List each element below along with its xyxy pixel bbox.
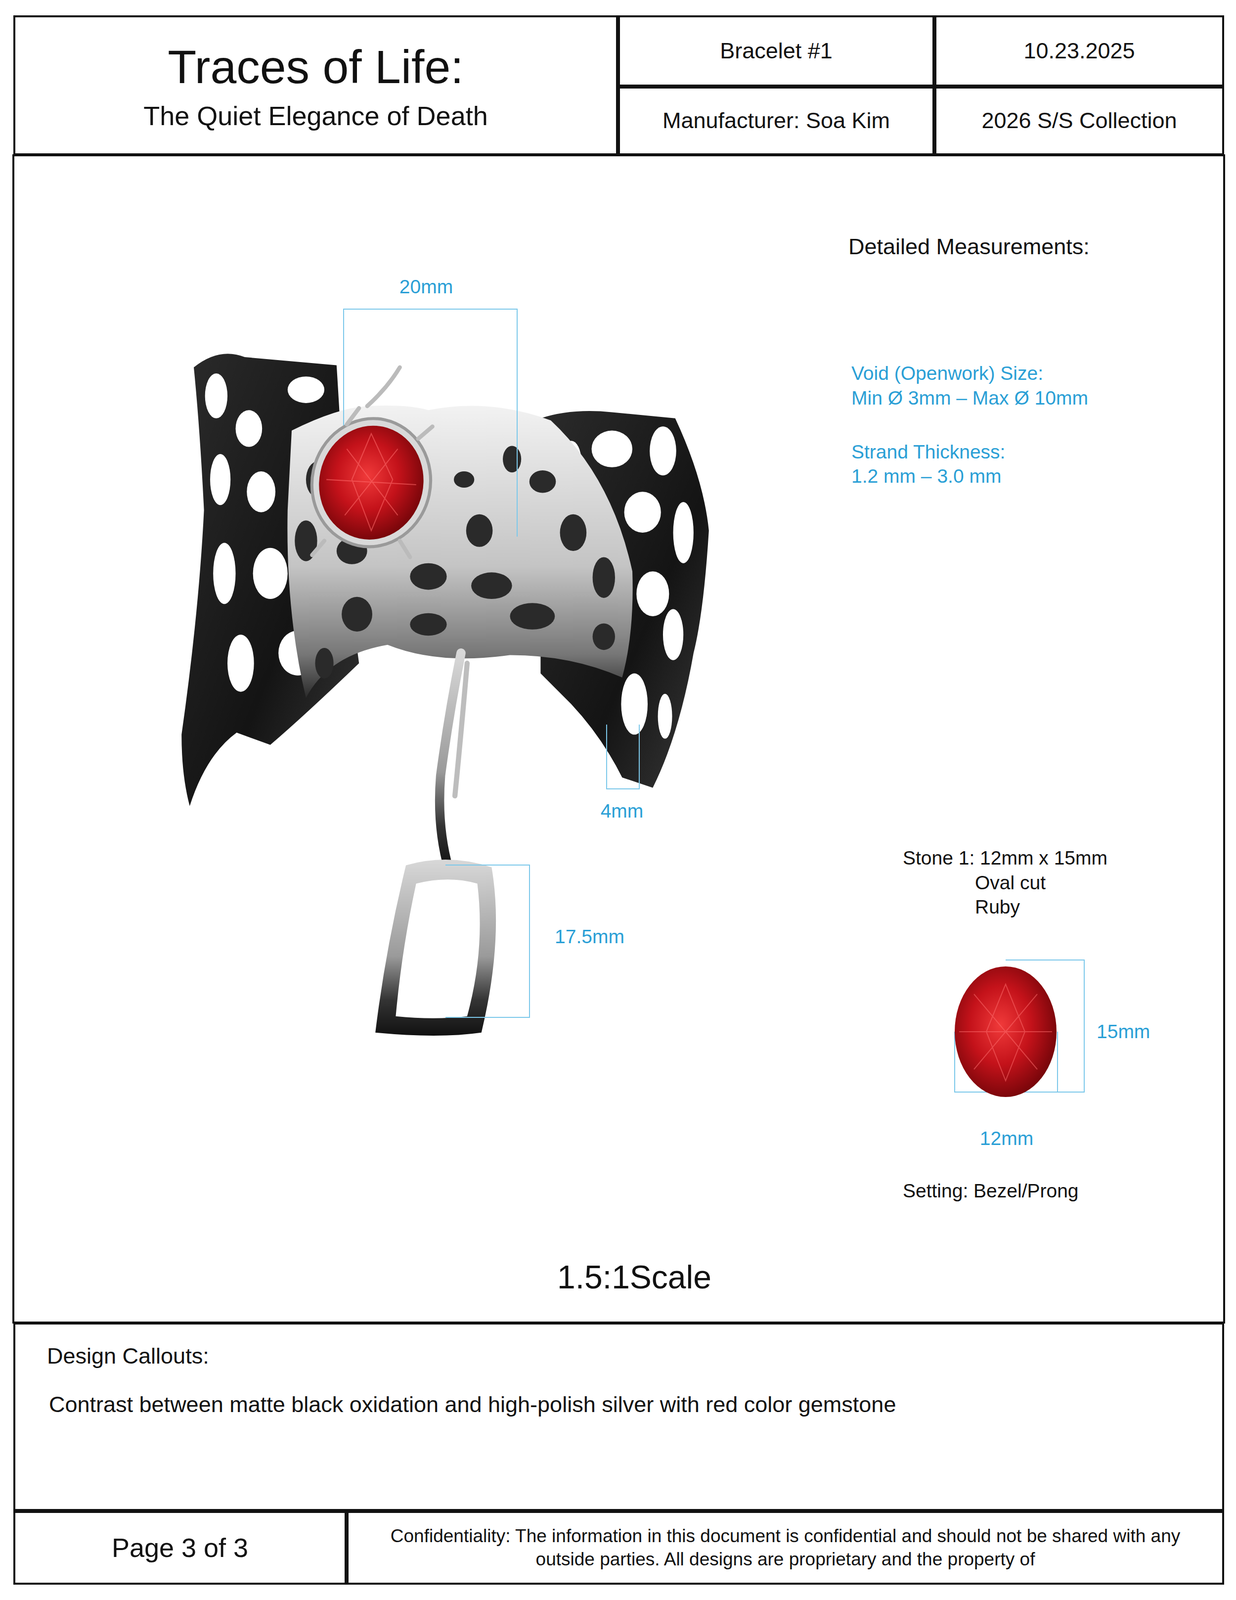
confidentiality-cell: Confidentiality: The information in this… bbox=[346, 1510, 1225, 1585]
cell-text: Page 3 of 3 bbox=[111, 1530, 249, 1565]
dimension-lines bbox=[343, 309, 1085, 1092]
drop-strand bbox=[454, 662, 468, 796]
prong-tips bbox=[311, 367, 433, 558]
bracelet-illustration bbox=[181, 353, 709, 1036]
dimension-label: 17.5mm bbox=[554, 925, 625, 949]
cell-text: Bracelet #1 bbox=[719, 37, 833, 65]
cell-text: Design Callouts: bbox=[46, 1341, 1191, 1370]
spec-heading: Strand Thickness: bbox=[851, 440, 1006, 464]
spec-value: Min Ø 3mm – Max Ø 10mm bbox=[851, 386, 1089, 410]
callouts-panel: Design Callouts: Contrast between matte b… bbox=[13, 1322, 1225, 1511]
page-cell: Page 3 of 3 bbox=[13, 1510, 347, 1585]
bezel-setting bbox=[300, 407, 443, 558]
drop-loop bbox=[375, 859, 496, 1036]
openwork-voids bbox=[205, 373, 694, 739]
item-cell: Bracelet #1 bbox=[618, 15, 935, 87]
dimension-label: 4mm bbox=[600, 799, 644, 823]
stone-spec: Stone 1: 12mm x 15mm bbox=[902, 846, 1108, 870]
cell-text: Manufacturer: Soa Kim bbox=[662, 106, 890, 135]
stone-illustration bbox=[954, 966, 1057, 1097]
cell-text: Traces of Life: bbox=[167, 37, 464, 97]
cell-text: 10.23.2025 bbox=[1023, 37, 1135, 65]
title-cell: Traces of Life:The Quiet Elegance of Dea… bbox=[13, 15, 618, 156]
cell-subtext: Contrast between matte black oxidation a… bbox=[48, 1390, 1191, 1418]
spec-value: 1.2 mm – 3.0 mm bbox=[851, 464, 1002, 488]
dimension-label: 15mm bbox=[1096, 1019, 1150, 1044]
manufacturer-cell: Manufacturer: Soa Kim bbox=[618, 86, 935, 156]
drawing-panel bbox=[13, 155, 1225, 1323]
cell-text: Confidentiality: The information in this… bbox=[358, 1524, 1213, 1571]
scale-note: 1.5:1Scale bbox=[557, 1257, 712, 1297]
stone-spec: Ruby bbox=[974, 895, 1020, 919]
cell-text: 2026 S/S Collection bbox=[981, 106, 1177, 135]
stone-spec: Oval cut bbox=[974, 871, 1046, 895]
setting-note: Setting: Bezel/Prong bbox=[902, 1179, 1079, 1203]
section-heading: Detailed Measurements: bbox=[848, 233, 1090, 261]
collection-cell: 2026 S/S Collection bbox=[934, 86, 1225, 156]
dimension-label: 20mm bbox=[399, 275, 453, 299]
date-cell: 10.23.2025 bbox=[934, 15, 1225, 87]
ruby-facets bbox=[326, 433, 417, 531]
ruby-stone bbox=[308, 415, 435, 550]
cell-subtext: The Quiet Elegance of Death bbox=[143, 99, 488, 133]
spec-heading: Void (Openwork) Size: bbox=[851, 361, 1044, 386]
dimension-label: 12mm bbox=[979, 1126, 1034, 1150]
